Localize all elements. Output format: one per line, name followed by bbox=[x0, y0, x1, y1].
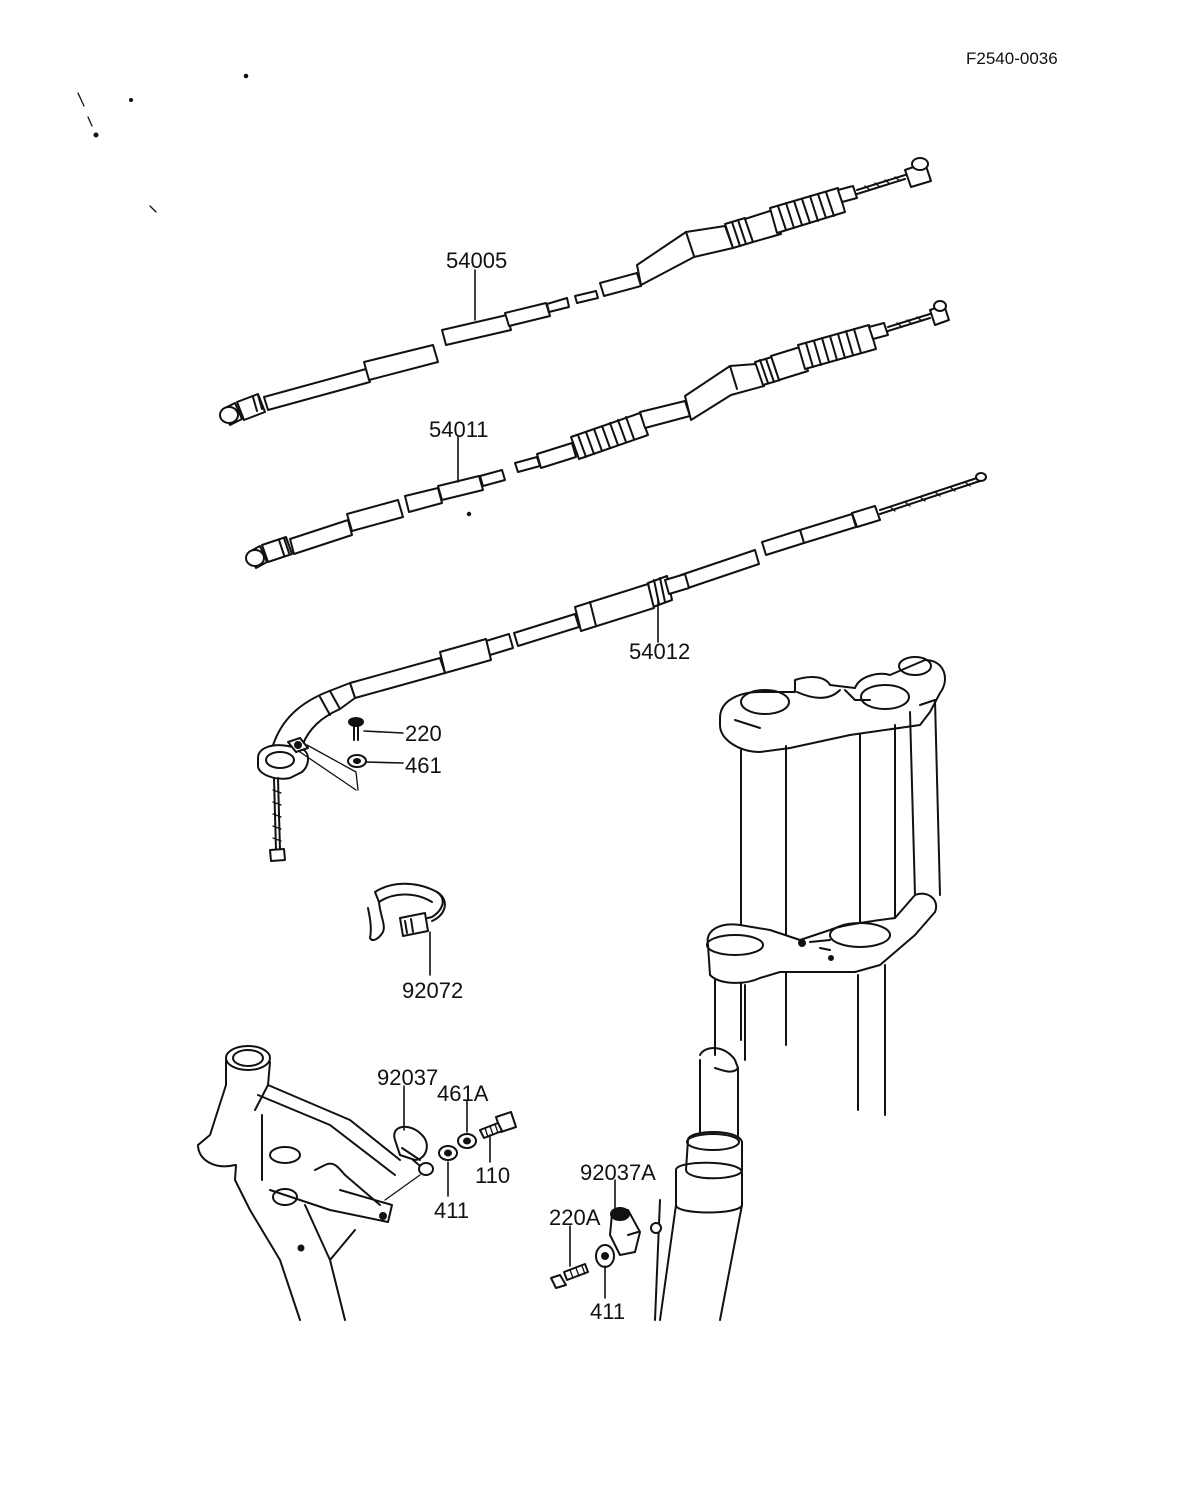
part-label-220A: 220A bbox=[549, 1205, 601, 1230]
screw-220 bbox=[348, 717, 404, 741]
part-label-461A: 461A bbox=[437, 1081, 489, 1106]
clamp-92037A bbox=[609, 1179, 641, 1256]
washer-411-a bbox=[438, 1145, 458, 1197]
clamp-leader-line bbox=[384, 1174, 421, 1201]
part-label-54012: 54012 bbox=[629, 639, 691, 664]
front-fork bbox=[650, 656, 946, 1321]
part-label-411-b: 411 bbox=[590, 1299, 626, 1324]
cable-54012 bbox=[257, 472, 987, 862]
washer-461 bbox=[347, 754, 404, 768]
part-label-92037: 92037 bbox=[377, 1065, 439, 1090]
bolt-110 bbox=[479, 1111, 517, 1163]
washer-461A bbox=[457, 1100, 477, 1149]
part-label-461: 461 bbox=[405, 753, 442, 778]
washer-411-b bbox=[595, 1244, 615, 1299]
part-label-54011: 54011 bbox=[429, 417, 489, 442]
part-label-411-a: 411 bbox=[434, 1198, 470, 1223]
part-label-54005: 54005 bbox=[446, 248, 508, 273]
cable-54011 bbox=[245, 300, 950, 569]
drawing-code: F2540-0036 bbox=[966, 49, 1058, 68]
clamp-92037 bbox=[393, 1085, 434, 1176]
part-label-92072: 92072 bbox=[402, 978, 464, 1003]
part-label-220: 220 bbox=[405, 721, 442, 746]
frame-section bbox=[197, 1045, 401, 1321]
scan-specks bbox=[77, 73, 249, 213]
screw-220A bbox=[550, 1225, 589, 1289]
part-label-110: 110 bbox=[475, 1163, 511, 1188]
cable-54005 bbox=[219, 157, 932, 426]
part-label-92037A: 92037A bbox=[580, 1160, 656, 1185]
band-92072 bbox=[367, 882, 446, 976]
